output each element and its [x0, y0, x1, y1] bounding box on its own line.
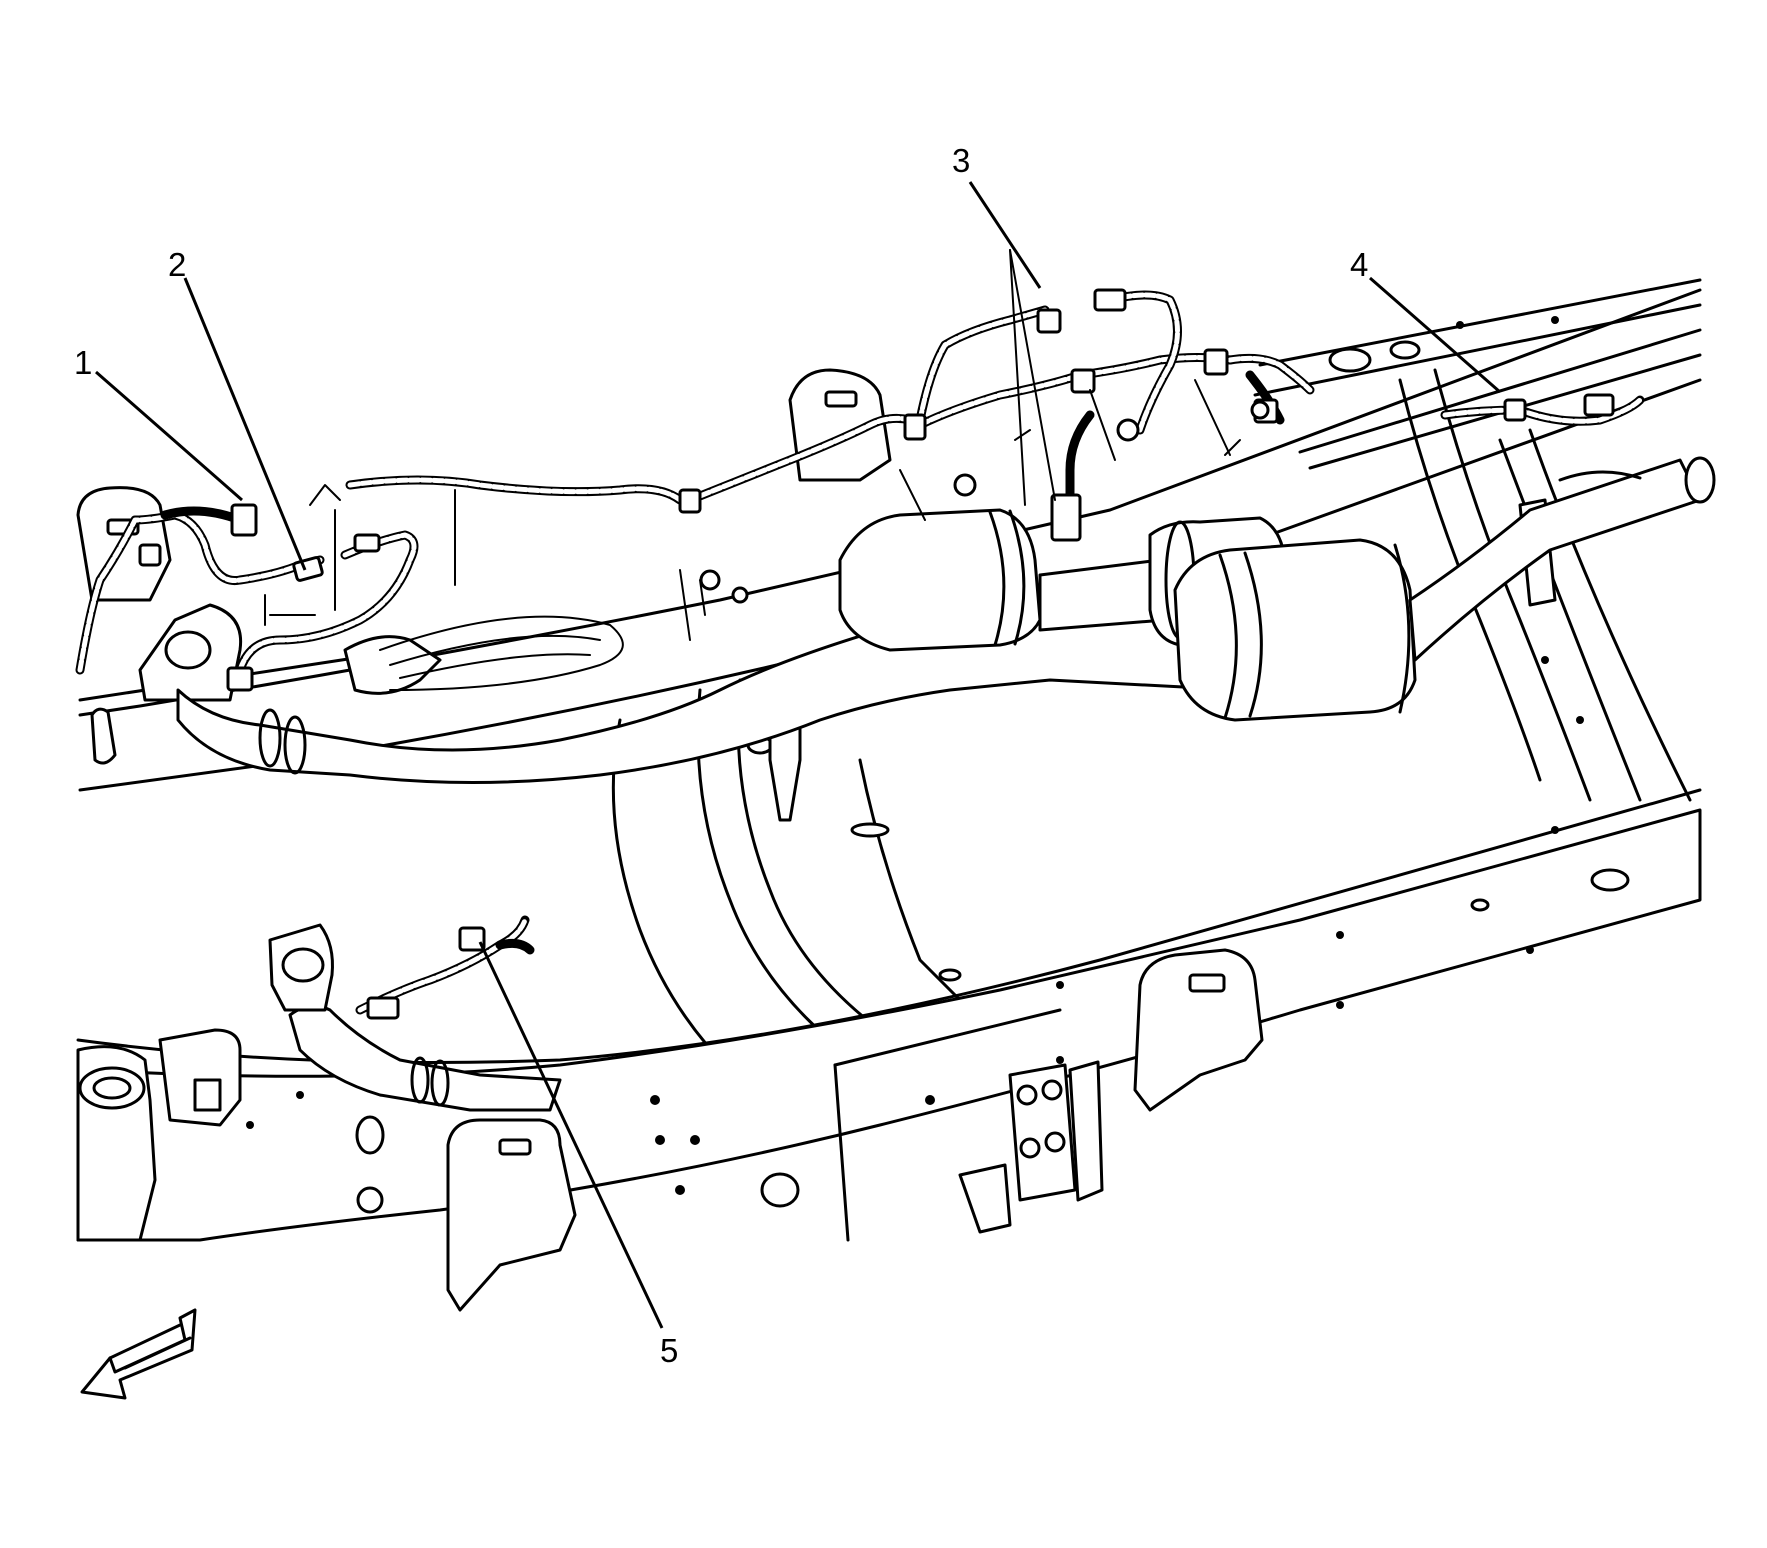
callout-leaders [95, 181, 1501, 1329]
leader-5 [478, 941, 664, 1329]
oxygen-sensor-wiring-harness [75, 288, 1645, 1020]
callout-1: 1 [74, 344, 92, 381]
leader-1 [95, 370, 243, 502]
callout-labels: 1 2 3 4 5 [74, 142, 1368, 1369]
installation-arrows [679, 249, 1241, 641]
callout-2: 2 [168, 246, 186, 283]
leader-2 [183, 277, 307, 571]
front-direction-arrow-icon [80, 1308, 197, 1400]
leader-4 [1369, 276, 1501, 394]
exhaust-pipes-and-catalytic-converters [138, 456, 1716, 1112]
callout-4: 4 [1350, 246, 1368, 283]
callout-5: 5 [660, 1332, 678, 1369]
leader-3 [968, 181, 1042, 289]
callout-3: 3 [952, 142, 970, 179]
lower-frame-rail [76, 788, 1702, 1312]
